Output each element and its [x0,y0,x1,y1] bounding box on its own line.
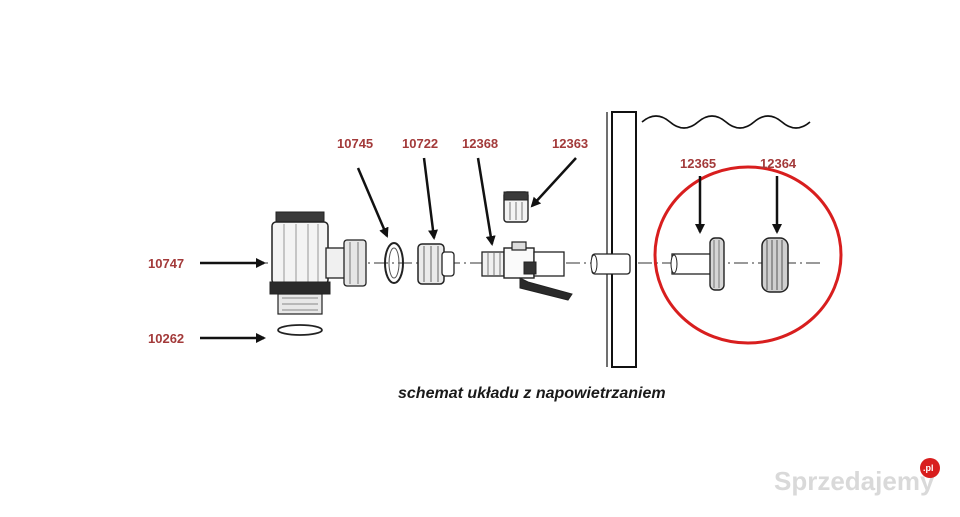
watermark-suffix: .pl [923,463,934,473]
label-12364: 12364 [760,156,797,171]
arrow-10722 [422,157,438,240]
label-12368: 12368 [462,136,498,151]
part-10745-gasket [384,242,404,284]
label-10747: 10747 [148,256,184,271]
part-10747-housing [269,211,367,315]
label-10745: 10745 [337,136,373,151]
part-10262-oring [277,324,323,336]
part-12365-nozzle [670,237,725,291]
diagram-caption: schemat układu z napowietrzaniem [398,385,666,402]
callout-arrows [200,157,782,343]
part-10722-nut [417,243,455,285]
wall-sleeve [590,253,631,275]
part-12363-cap [503,191,529,223]
water-surface-wave [641,115,811,129]
watermark-badge-icon [920,458,940,478]
arrow-12368 [476,157,496,246]
arrow-12363 [530,157,577,208]
part-12364-nozzle-cap [761,237,789,293]
label-12365: 12365 [680,156,716,171]
watermark-brand: Sprzedajemy [774,466,935,496]
pool-wall [606,111,637,368]
watermark-logo: Sprzedajemy .pl [774,458,940,496]
highlight-circle [653,165,843,345]
part-12368-valve [481,241,573,301]
label-10722: 10722 [402,136,438,151]
arrow-10745 [356,167,389,238]
label-12363: 12363 [552,136,588,151]
label-10262: 10262 [148,331,184,346]
